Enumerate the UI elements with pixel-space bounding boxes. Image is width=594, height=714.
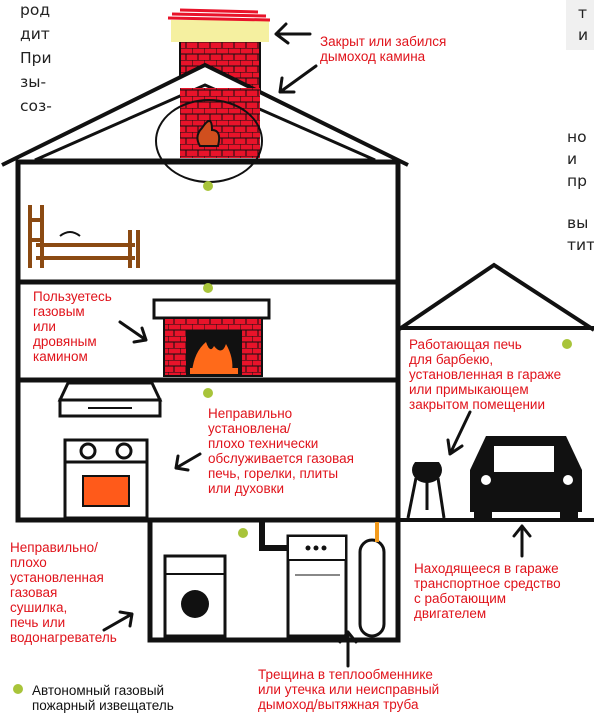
detector-icon <box>13 684 23 694</box>
arrow-icon <box>280 66 316 92</box>
arrow-icon <box>176 454 200 470</box>
detector-icon <box>238 528 248 538</box>
car <box>470 436 582 520</box>
label-stove: Неправильно установлена/ плохо техническ… <box>208 406 354 496</box>
arrow-icon <box>514 526 530 556</box>
arrow-icon <box>340 632 356 666</box>
fireplace <box>154 300 269 376</box>
right-top-text: т и <box>578 2 588 46</box>
garage-roof <box>398 265 594 330</box>
washer <box>165 556 225 636</box>
label-chimney: Закрыт или забился дымоход камина <box>320 34 446 64</box>
range-hood <box>60 383 160 416</box>
label-bbq: Работающая печь для барбекю, установленн… <box>409 337 561 412</box>
stove <box>65 440 147 518</box>
arrow-icon <box>276 24 310 43</box>
right-side-text: но и пр вы тит <box>567 126 594 256</box>
furnace <box>262 520 384 636</box>
arrow-icon <box>120 322 146 342</box>
label-fireplace: Пользуетесь газовым или дровяным камином <box>33 289 112 364</box>
detector-icon <box>562 339 572 349</box>
detector-icon <box>203 181 213 191</box>
arrow-icon <box>448 412 470 454</box>
label-car: Находящееся в гараже транспортное средст… <box>414 561 561 621</box>
bed <box>30 205 138 268</box>
detector-icon <box>203 283 213 293</box>
label-dryer: Неправильно/ плохо установленная газовая… <box>10 540 117 645</box>
detector-icon <box>203 388 213 398</box>
label-furnace: Трещина в теплообменнике или утечка или … <box>258 667 439 712</box>
bbq-grill <box>408 456 444 518</box>
left-side-text: род дит При зы- соз- <box>20 0 40 118</box>
legend: Автономный газовый пожарный извещатель <box>32 683 174 713</box>
